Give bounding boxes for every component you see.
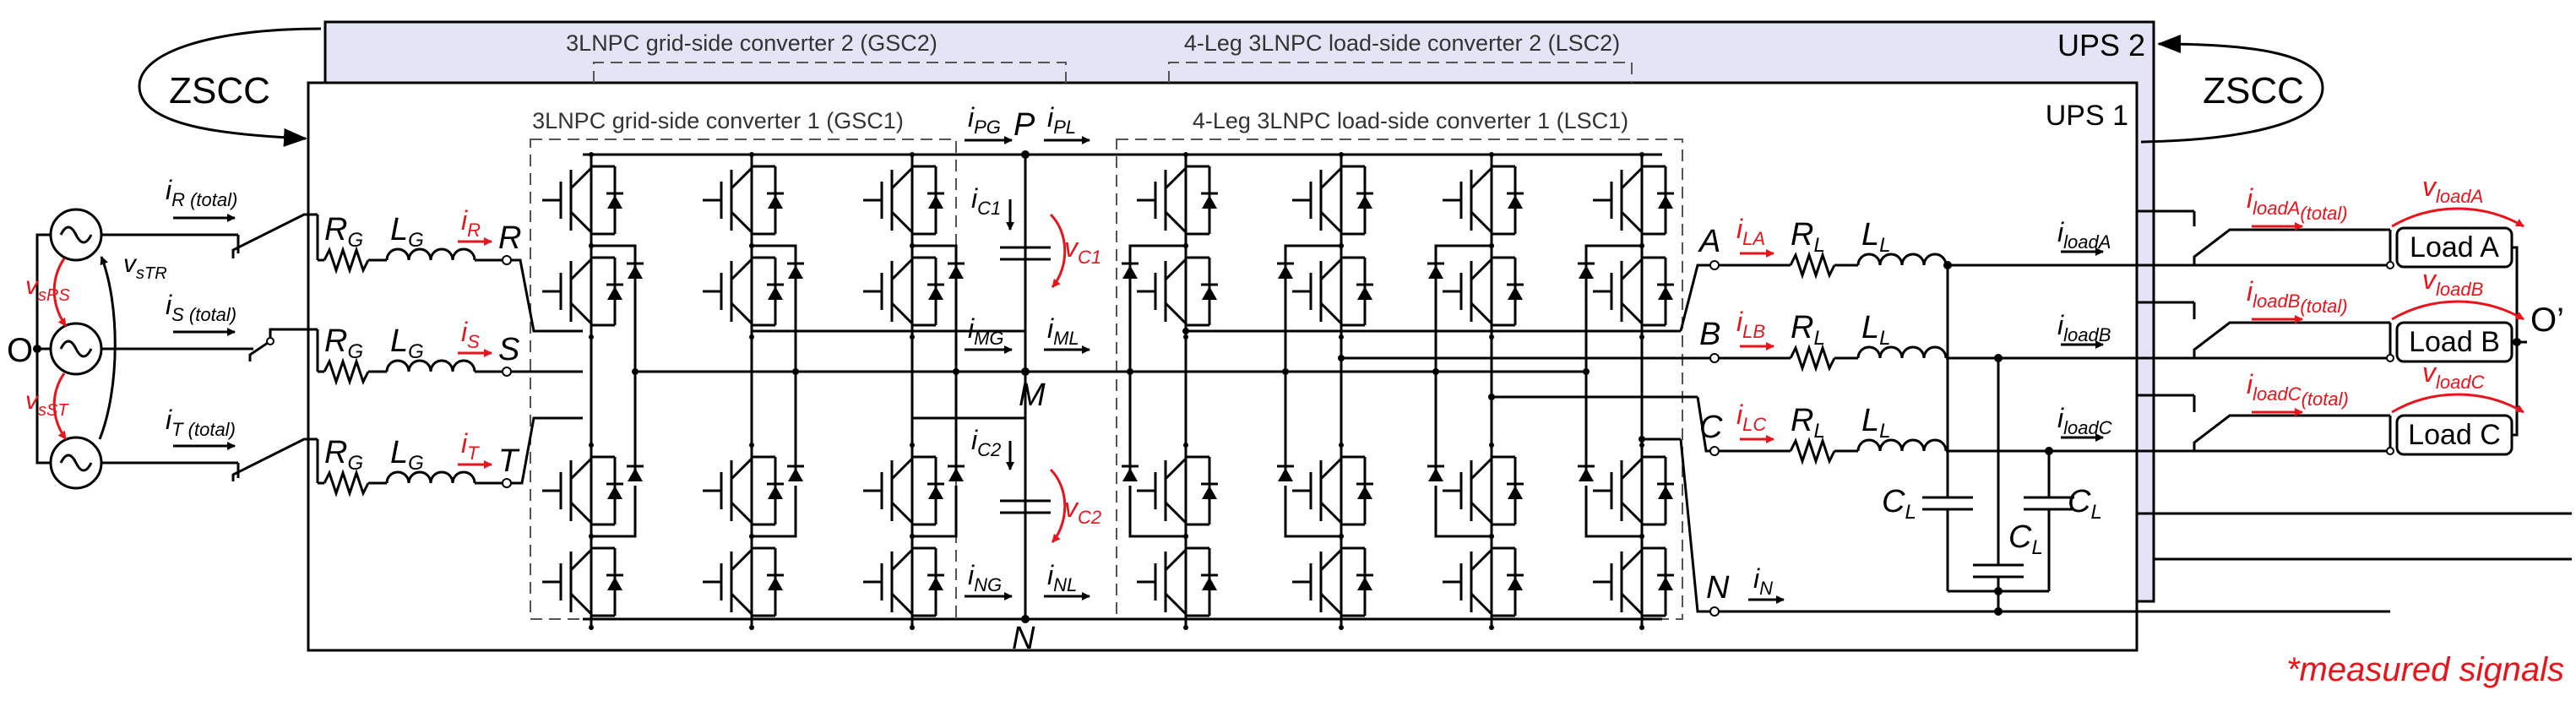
current-iLA: iLA (1736, 214, 1765, 249)
node-B: B (1699, 317, 1720, 352)
svg-text:ZSCC: ZSCC (169, 70, 270, 111)
node-T: T (498, 443, 520, 479)
node-P: P (1014, 107, 1035, 143)
svg-text:LL: LL (1861, 310, 1891, 350)
node-A: A (1698, 224, 1720, 259)
load-filter (1709, 253, 2390, 617)
svg-text:RL: RL (1791, 310, 1825, 350)
measured-signals-note: *measured signals (2286, 651, 2564, 688)
svg-text:RL: RL (1791, 217, 1825, 257)
lsc2-box (1168, 62, 1633, 83)
current-iLB: iLB (1736, 307, 1765, 342)
current-T-total: iT (total) (166, 405, 236, 440)
current-iS: iS (461, 317, 480, 352)
voltage-loadA: vloadA (2422, 171, 2483, 207)
svg-text:LG: LG (390, 323, 424, 363)
svg-text:iPG: iPG (968, 102, 1001, 138)
origin-load-node: O’ (2530, 302, 2564, 339)
lsc1-label: 4-Leg 3LNPC load-side converter 1 (LSC1) (1193, 108, 1628, 133)
current-iloadC-total: iloadC(total) (2247, 369, 2349, 410)
node-R: R (498, 220, 521, 256)
lsc1-switches (1120, 150, 1698, 632)
voltage-loadB: vloadB (2422, 264, 2483, 300)
origin-node: O (7, 332, 33, 369)
svg-text:Load B: Load B (2409, 326, 2500, 358)
gsc2-box (593, 62, 1067, 83)
load-breakers (2137, 209, 2572, 561)
svg-text:Load A: Load A (2410, 231, 2499, 264)
current-iloadA: iloadA (2057, 217, 2111, 253)
load-a: Load A (2395, 226, 2514, 269)
current-iloadA-total: iloadA(total) (2247, 183, 2348, 224)
current-iT: iT (461, 428, 480, 464)
svg-text:RL: RL (1791, 403, 1825, 443)
ups2-label: UPS 2 (2057, 28, 2145, 62)
ups1-label: UPS 1 (2046, 100, 2128, 132)
current-iLC: iLC (1736, 399, 1766, 435)
voltage-loadC: vloadC (2422, 357, 2485, 393)
ups1-frame (307, 81, 2139, 652)
svg-text:iML: iML (1047, 313, 1079, 349)
node-N-dc: N (1012, 621, 1035, 656)
svg-text:iMG: iMG (968, 313, 1004, 349)
svg-text:Load C: Load C (2408, 419, 2501, 451)
current-R-total: iR (total) (166, 175, 237, 210)
grid-source-t (49, 436, 103, 490)
node-N-load: N (1706, 570, 1730, 606)
gsc2-label: 3LNPC grid-side converter 2 (GSC2) (566, 30, 937, 56)
svg-text:LL: LL (1861, 217, 1891, 257)
svg-text:iNG: iNG (968, 560, 1002, 595)
current-iloadB: iloadB (2057, 310, 2111, 345)
node-M: M (1019, 378, 1046, 413)
svg-text:vC2: vC2 (1064, 492, 1101, 528)
svg-text:LG: LG (390, 212, 424, 252)
svg-text:RG: RG (324, 435, 363, 475)
zscc-left: ZSCC (138, 27, 322, 147)
svg-text:vsST: vsST (25, 387, 69, 420)
svg-text:LG: LG (390, 435, 424, 475)
voltage-sRS: vsRS (25, 272, 70, 305)
grid-source-s (49, 322, 103, 376)
gsc1-switches (541, 150, 1025, 632)
svg-text:CL: CL (1882, 484, 1916, 524)
svg-text:ZSCC: ZSCC (2203, 70, 2304, 111)
load-b: Load B (2395, 321, 2514, 363)
lsc2-label: 4-Leg 3LNPC load-side converter 2 (LSC2) (1184, 30, 1620, 56)
grid-breakers (231, 213, 318, 481)
grid-filter (316, 215, 512, 495)
svg-text:RG: RG (324, 323, 363, 363)
current-iloadC: iloadC (2057, 403, 2112, 438)
svg-text:CL: CL (2068, 484, 2102, 524)
voltage-sTR: vsTR (123, 250, 167, 283)
svg-text:iPL: iPL (1047, 102, 1076, 138)
current-iloadB-total: iloadB(total) (2247, 276, 2348, 317)
svg-text:vsTR: vsTR (123, 250, 167, 283)
svg-text:iC2: iC2 (971, 425, 1001, 460)
current-S-total: iS (total) (166, 290, 236, 325)
svg-text:CL: CL (2008, 519, 2043, 559)
zscc-right: ZSCC (2140, 35, 2324, 144)
svg-text:iN: iN (1753, 563, 1773, 599)
gsc1-label: 3LNPC grid-side converter 1 (GSC1) (532, 108, 904, 133)
voltage-sST: vsST (25, 387, 69, 420)
svg-text:LL: LL (1861, 403, 1891, 443)
svg-text:iC1: iC1 (971, 183, 1001, 219)
svg-text:RG: RG (324, 212, 363, 252)
load-c: Load C (2395, 414, 2514, 456)
grid-source-r (49, 208, 103, 262)
node-S: S (498, 332, 519, 367)
current-iR: iR (461, 205, 481, 241)
node-C: C (1699, 410, 1723, 445)
svg-text:iNL: iNL (1047, 560, 1077, 595)
svg-text:vC1: vC1 (1064, 232, 1101, 268)
svg-text:vsRS: vsRS (25, 272, 70, 305)
